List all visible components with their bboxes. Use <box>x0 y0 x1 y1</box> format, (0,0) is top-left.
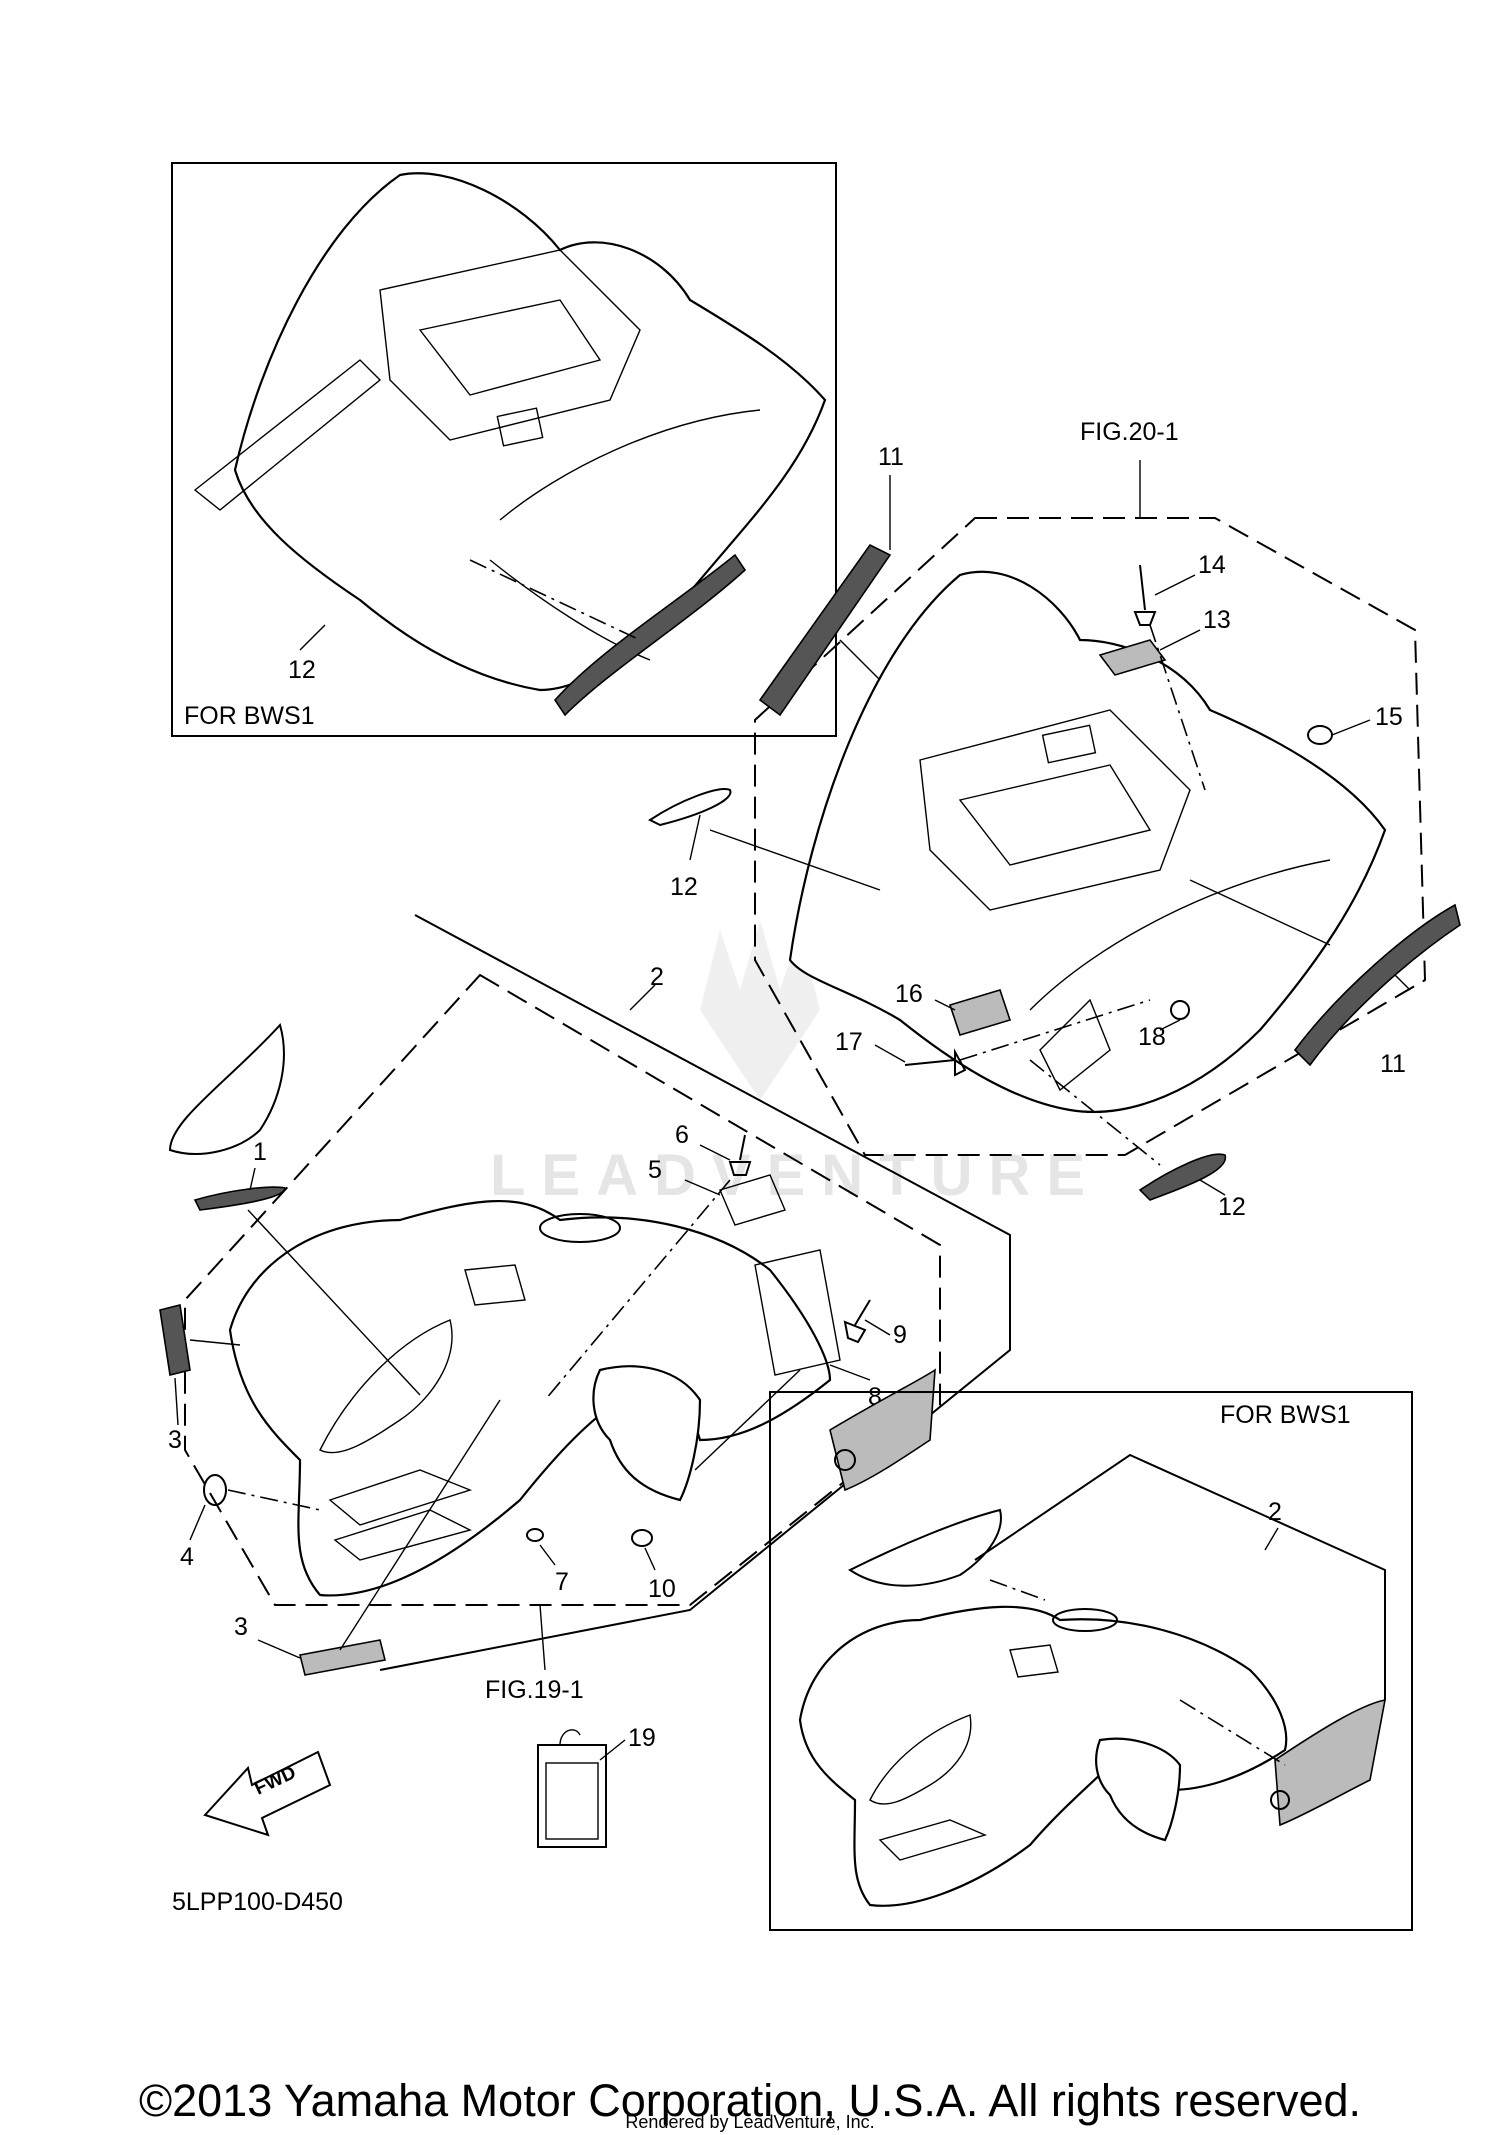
grommet-15 <box>1307 725 1333 745</box>
rivet-17 <box>904 1048 967 1077</box>
callout-12-left: 12 <box>670 873 698 901</box>
fig-19-1-ref: FIG.19-1 <box>485 1676 584 1704</box>
callout-15: 15 <box>1375 703 1403 731</box>
decal-3-side <box>159 1304 191 1376</box>
inset-bottom-right-frame <box>769 1391 1413 1931</box>
rivet-6 <box>728 1134 752 1176</box>
callout-10: 10 <box>648 1575 676 1603</box>
rear-fender-seat-well <box>919 709 1191 911</box>
inset-top-left: 12 FOR BWS1 <box>171 162 837 737</box>
plate-13 <box>1098 639 1167 676</box>
callout-12-right: 12 <box>1218 1193 1246 1221</box>
callout-18: 18 <box>1138 1023 1166 1051</box>
front-fender <box>228 1200 832 1597</box>
callout-14: 14 <box>1198 551 1226 579</box>
plate-16 <box>948 989 1012 1036</box>
grommet-18 <box>1170 1000 1190 1020</box>
plate-8 <box>754 1249 841 1376</box>
rear-fender-assembly: FIG.20-1 11 14 13 15 12 11 <box>648 418 1461 1221</box>
callout-1: 1 <box>253 1138 267 1166</box>
callout-17: 17 <box>835 1028 863 1056</box>
label-tag-19: 19 <box>537 1724 656 1848</box>
plate-5 <box>719 1174 786 1226</box>
watermark-text: LEADVENTURE <box>490 1143 1101 1208</box>
inset-top-left-label: FOR BWS1 <box>184 702 315 730</box>
rear-fender-logo <box>1041 724 1097 764</box>
decal-11-right <box>1293 903 1461 1067</box>
rear-fender-inset-seat-well <box>379 249 641 441</box>
front-fender-mudflap <box>592 1365 702 1502</box>
fig-20-1-boundary <box>754 517 1427 1156</box>
callout-3-side: 3 <box>168 1426 182 1454</box>
copyright-notice: ©2013 Yamaha Motor Corporation, U.S.A. A… <box>138 2075 1362 2126</box>
decal-12-left <box>648 788 732 827</box>
callout-16: 16 <box>895 980 923 1008</box>
decal-2-inset-side <box>1274 1698 1387 1827</box>
callout-9: 9 <box>893 1321 907 1349</box>
fwd-arrow-icon <box>203 1750 332 1837</box>
fwd-label: FWD <box>251 1762 299 1799</box>
decal-12-right <box>1138 1153 1227 1201</box>
callout-13: 13 <box>1203 606 1231 634</box>
front-fender-cap <box>539 1213 621 1243</box>
decal-2-strip <box>168 1022 285 1155</box>
decal-2-side <box>829 1368 936 1492</box>
callout-6: 6 <box>675 1121 689 1149</box>
rendered-by-notice: Rendered by LeadVenture, Inc. <box>625 2112 875 2132</box>
callout-3-bottom: 3 <box>234 1613 248 1641</box>
callout-2: 2 <box>650 963 664 991</box>
callout-12-inset: 12 <box>288 656 316 684</box>
fwd-arrow: FWD <box>203 1750 332 1837</box>
fig-19-1-boundary <box>184 973 941 1606</box>
grommet-10 <box>631 1529 653 1547</box>
callout-5: 5 <box>648 1156 662 1184</box>
callout-11-top: 11 <box>878 443 904 471</box>
parts-diagram: LEADVENTURE 12 FOR BWS1 FIG.20-1 11 <box>159 162 1461 1931</box>
front-fender-assembly: 2 FIG.19-1 1 3 4 3 6 <box>159 914 1011 1704</box>
rear-fender-inset <box>233 172 827 692</box>
label-tag <box>537 1744 607 1848</box>
callout-11-right: 11 <box>1380 1050 1406 1078</box>
callout-4: 4 <box>180 1543 194 1571</box>
callout-19: 19 <box>628 1724 656 1752</box>
decal-1 <box>193 1186 286 1211</box>
grommet-7 <box>526 1528 544 1542</box>
sticker-4 <box>203 1474 227 1506</box>
rivet-9 <box>843 1299 871 1344</box>
diagram-code: 5LPP100-D450 <box>172 1888 343 1916</box>
watermark: LEADVENTURE <box>490 920 1101 1208</box>
fig-20-1-ref: FIG.20-1 <box>1080 418 1179 446</box>
callout-7: 7 <box>555 1568 569 1596</box>
decal-12-inset-side <box>553 553 747 717</box>
decal-11-top <box>758 543 892 717</box>
inset-top-left-frame <box>171 162 837 737</box>
inset-bottom-right-label: FOR BWS1 <box>1220 1401 1351 1429</box>
inset-bottom-right: FOR BWS1 2 <box>769 1391 1413 1931</box>
rivet-14 <box>1133 564 1157 626</box>
front-fender-inset <box>798 1605 1288 1907</box>
decal-12-inset-strip <box>193 359 382 511</box>
rear-fender <box>788 570 1387 1113</box>
decal-3-bottom <box>299 1639 386 1676</box>
